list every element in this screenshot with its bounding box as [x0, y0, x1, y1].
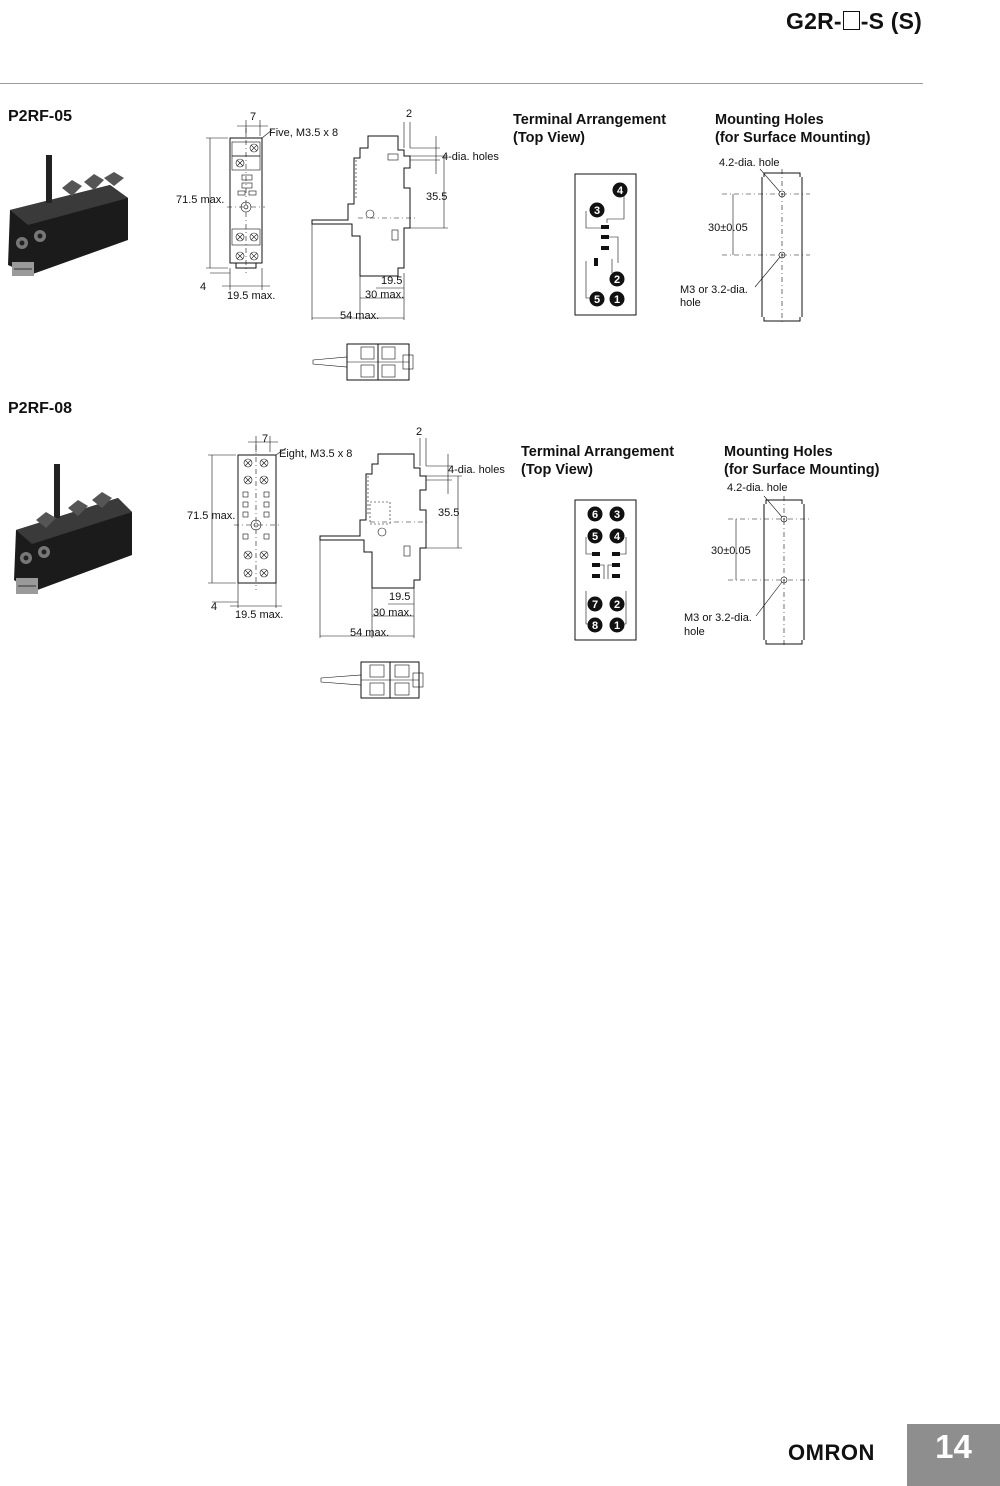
- dim-base-offset: 4: [200, 281, 207, 293]
- dim-height: 71.5 max.: [187, 510, 236, 522]
- dim-depth-inner: 19.5: [389, 591, 411, 603]
- model-label-p2rf-05: P2RF-05: [8, 108, 73, 125]
- dim-width: 19.5 max.: [227, 290, 276, 302]
- front-view-p2rf-05: [206, 120, 273, 290]
- socket-photo-p2rf-08: [14, 464, 132, 594]
- page-tab: [907, 1424, 1000, 1486]
- mounting-diagram-p2rf-05: [722, 168, 810, 323]
- terminal-8: 8: [587, 617, 603, 638]
- mounting-holes-heading: Mounting Holes (for Surface Mounting): [715, 112, 871, 146]
- side-view-p2rf-05: [311, 122, 448, 320]
- front-view-p2rf-08: [208, 436, 287, 608]
- dim-width: 19.5 max.: [235, 609, 284, 621]
- hole-bottom-label-2: hole: [684, 626, 705, 638]
- hole-top-label: 4.2-dia. hole: [719, 157, 780, 169]
- terminal-screws-label: Eight, M3.5 x 8: [279, 448, 353, 460]
- title-prefix: G2R-: [785, 8, 842, 34]
- brand-logo: OMRON: [788, 1440, 875, 1465]
- dim-holes: 4-dia. holes: [448, 464, 505, 476]
- terminal-6: 6: [587, 506, 603, 527]
- dim-depth-mid: 30 max.: [373, 607, 413, 619]
- svg-text:8: 8: [592, 620, 598, 632]
- model-label-p2rf-08: P2RF-08: [8, 400, 73, 417]
- svg-text:2: 2: [614, 599, 620, 611]
- terminal-2: 2: [609, 596, 625, 617]
- terminal-4: 4: [612, 182, 628, 203]
- dim-depth-total: 54 max.: [350, 627, 390, 639]
- terminal-1: 1: [609, 291, 625, 312]
- dim-hole-pitch: 35.5: [438, 507, 460, 519]
- terminal-3: 3: [609, 506, 625, 527]
- dim-height: 71.5 max.: [176, 194, 225, 206]
- terminal-arrangement-heading: Terminal Arrangement (Top View): [521, 444, 675, 478]
- header-divider: [0, 83, 923, 84]
- terminal-5: 5: [587, 528, 603, 549]
- mounting-holes-heading: Mounting Holes (for Surface Mounting): [724, 444, 880, 478]
- svg-text:1: 1: [614, 294, 620, 306]
- socket-photo-p2rf-05: [8, 155, 128, 276]
- svg-text:7: 7: [592, 599, 598, 611]
- dim-depth-total: 54 max.: [340, 310, 380, 322]
- svg-text:3: 3: [614, 509, 620, 521]
- svg-text:5: 5: [592, 531, 598, 543]
- hole-pitch-label: 30±0.05: [708, 222, 748, 234]
- dim-hole-pitch: 35.5: [426, 191, 448, 203]
- terminal-screws-label: Five, M3.5 x 8: [269, 127, 339, 139]
- dim-holes: 4-dia. holes: [442, 151, 499, 163]
- dim-depth-inner: 19.5: [381, 275, 403, 287]
- terminal-2: 2: [609, 271, 625, 292]
- svg-text:3: 3: [594, 205, 600, 217]
- terminal-arrangement-heading: Terminal Arrangement (Top View): [513, 112, 667, 146]
- hole-top-label: 4.2-dia. hole: [727, 482, 788, 494]
- svg-text:4: 4: [617, 185, 624, 197]
- dim-base-offset: 4: [211, 601, 218, 613]
- svg-text:6: 6: [592, 509, 598, 521]
- side-view-p2rf-08: [319, 438, 462, 638]
- title-suffix: -S (S): [860, 8, 922, 34]
- svg-text:4: 4: [614, 531, 621, 543]
- svg-text:1: 1: [614, 620, 620, 632]
- terminal-1: 1: [609, 617, 625, 638]
- page-number: 14: [935, 1428, 972, 1465]
- terminal-3: 3: [589, 202, 605, 223]
- svg-text:5: 5: [594, 294, 600, 306]
- hole-bottom-label-1: M3 or 3.2-dia.: [684, 612, 752, 624]
- dim-top-offset: 2: [416, 426, 423, 438]
- dim-width-top: 7: [262, 433, 269, 445]
- svg-text:2: 2: [614, 274, 620, 286]
- hole-pitch-label: 30±0.05: [711, 545, 751, 557]
- mounting-diagram-p2rf-08: [728, 495, 812, 648]
- dim-depth-mid: 30 max.: [365, 289, 405, 301]
- terminal-5: 5: [589, 291, 605, 312]
- hole-bottom-label-2: hole: [680, 297, 701, 309]
- placeholder-box-icon: [842, 11, 860, 30]
- terminal-diagram-p2rf-05: [574, 173, 637, 316]
- dim-top-offset: 2: [406, 108, 413, 120]
- terminal-7: 7: [587, 596, 603, 617]
- bottom-view-p2rf-05: [312, 343, 414, 381]
- hole-bottom-label-1: M3 or 3.2-dia.: [680, 284, 748, 296]
- page-title: G2R- -S (S): [786, 8, 922, 35]
- terminal-diagram-p2rf-08: [574, 499, 637, 641]
- dim-width-top: 7: [250, 111, 257, 123]
- terminal-4: 4: [609, 528, 625, 549]
- bottom-view-p2rf-08: [320, 661, 424, 699]
